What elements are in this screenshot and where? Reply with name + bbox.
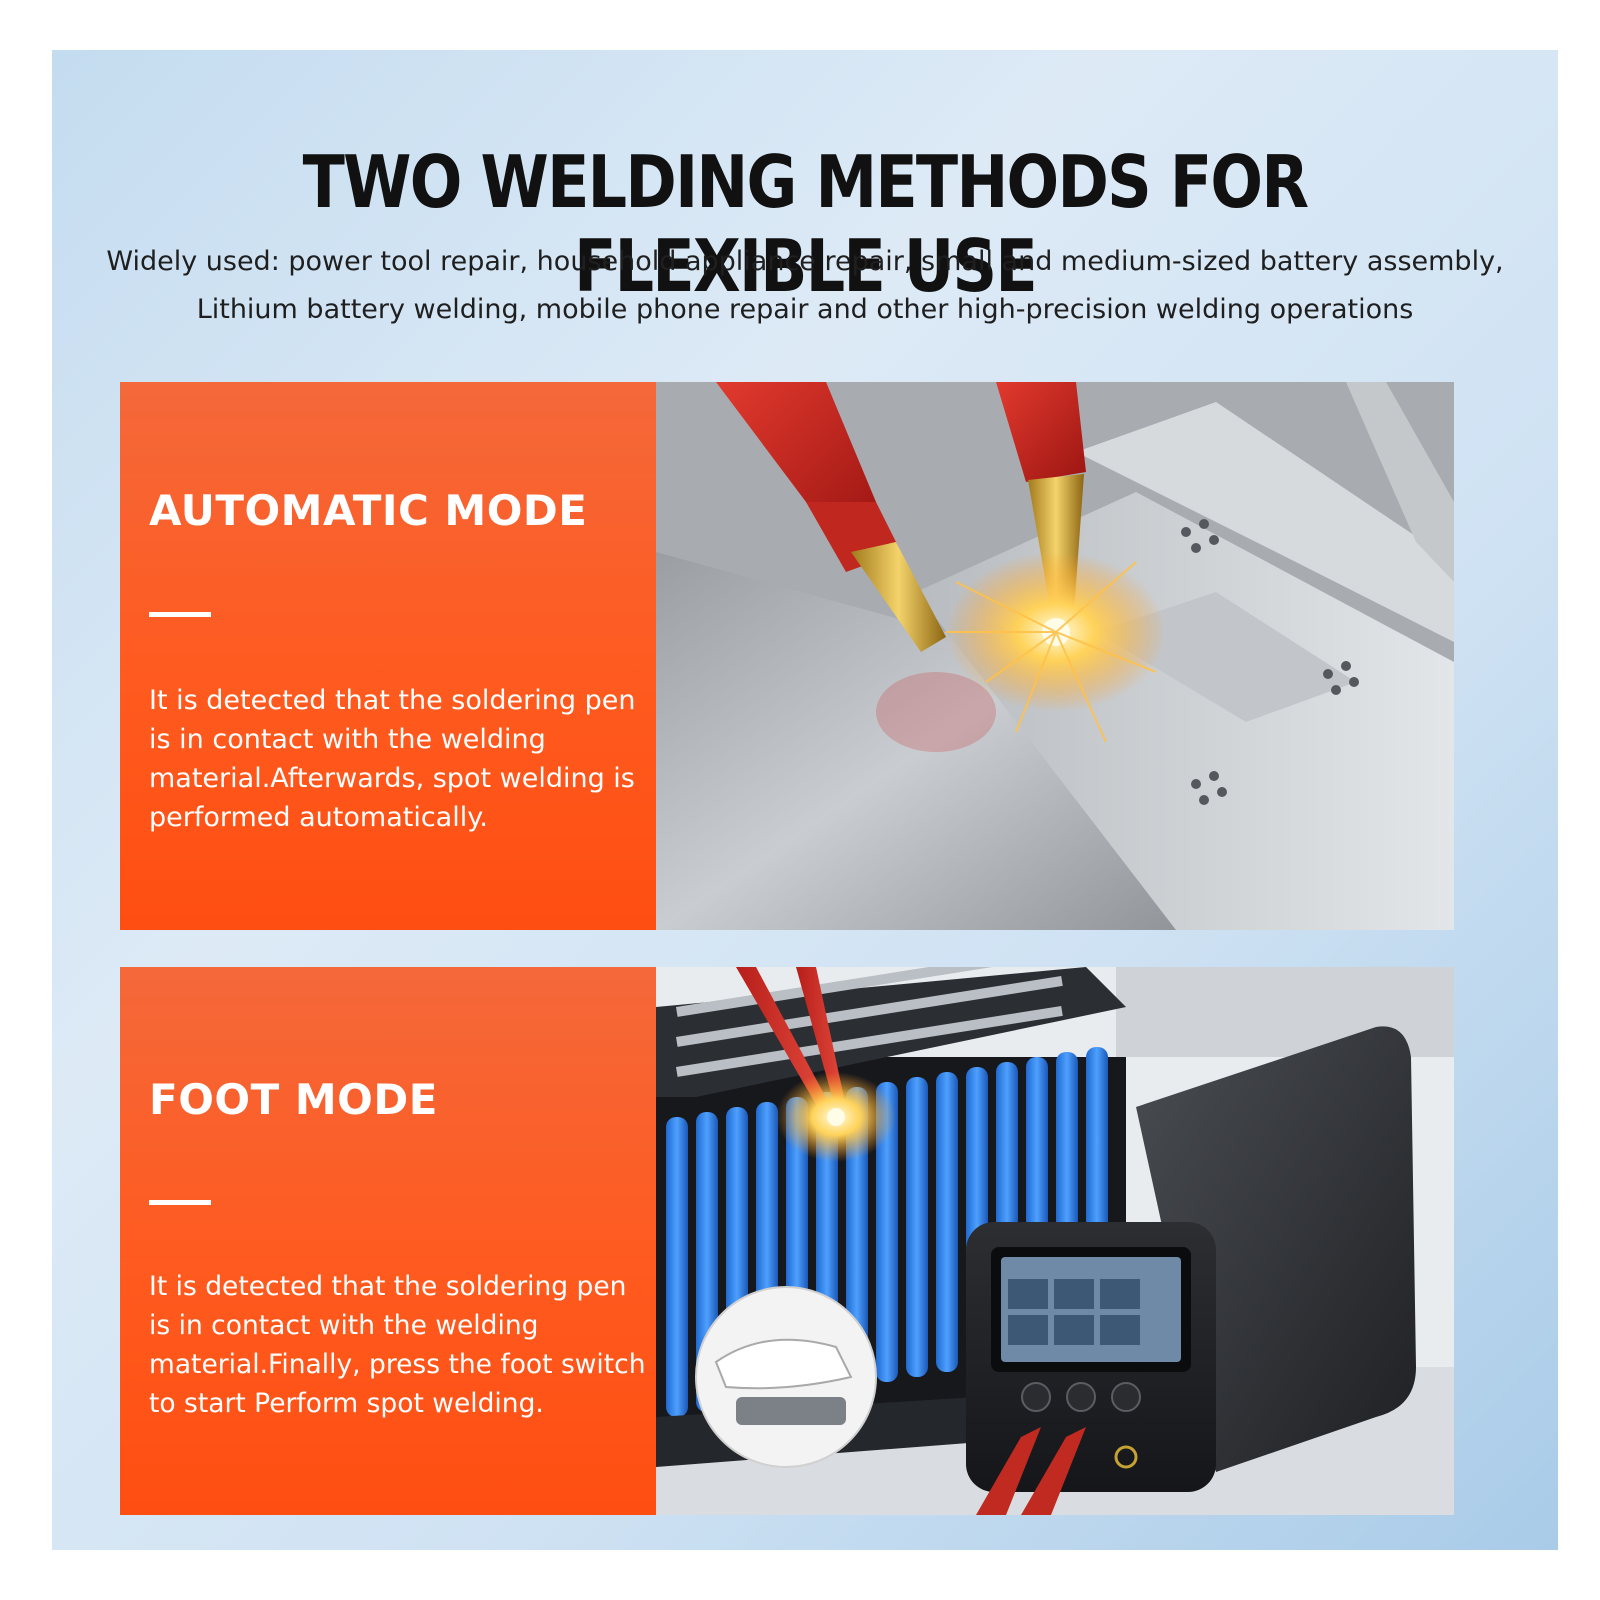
title-divider xyxy=(149,612,211,617)
page-subtitle-line-2: Lithium battery welding, mobile phone re… xyxy=(196,294,1414,325)
automatic-mode-title: AUTOMATIC MODE xyxy=(149,486,588,535)
automatic-mode-description: It is detected that the soldering pen is… xyxy=(149,685,636,833)
automatic-mode-text-card: AUTOMATIC MODE It is detected that the s… xyxy=(120,382,656,930)
title-divider xyxy=(149,1200,211,1205)
foot-mode-panel: FOOT MODE It is detected that the solder… xyxy=(120,967,1454,1515)
foot-mode-description: It is detected that the soldering pen is… xyxy=(149,1271,646,1419)
foot-mode-photo xyxy=(656,967,1454,1515)
page-frame: TWO WELDING METHODS FOR FLEXIBLE USE Wid… xyxy=(52,50,1558,1550)
page-subtitle-line-1: Widely used: power tool repair, househol… xyxy=(106,246,1504,277)
foot-mode-text-card: FOOT MODE It is detected that the solder… xyxy=(120,967,656,1515)
page-title: TWO WELDING METHODS FOR FLEXIBLE USE xyxy=(302,140,1309,308)
automatic-mode-photo xyxy=(656,382,1454,930)
automatic-mode-panel: AUTOMATIC MODE It is detected that the s… xyxy=(120,382,1454,930)
foot-mode-title: FOOT MODE xyxy=(149,1075,438,1124)
